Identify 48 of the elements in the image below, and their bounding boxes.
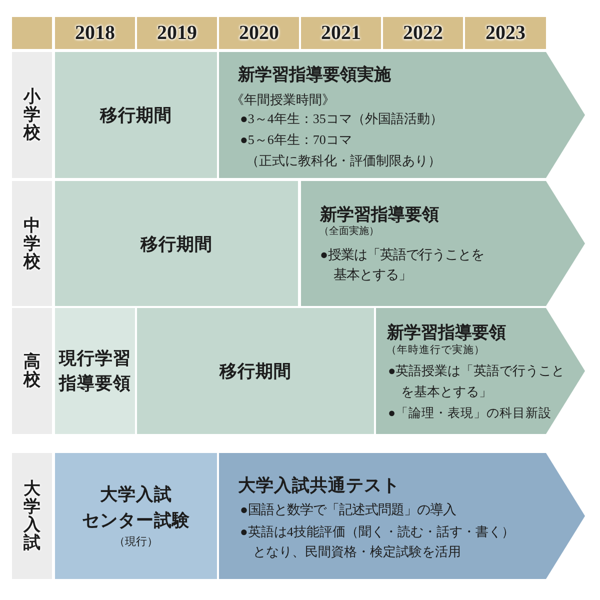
period-bar — [55, 308, 135, 434]
period-label: 移行期間 — [140, 232, 212, 254]
header-cell — [219, 17, 299, 49]
band-heading: 新学習指導要領 — [387, 323, 506, 343]
arrow-band — [219, 52, 585, 178]
bullet-text: ●5～6年生：70コマ — [240, 132, 352, 148]
year-label: 2018 — [75, 20, 115, 46]
period-bar — [137, 308, 374, 434]
row-label: 大学入試 — [22, 480, 42, 552]
band-note: （全面実施） — [319, 226, 379, 238]
year-label: 2021 — [321, 20, 361, 46]
bullet-text: ●英語は4技能評価（聞く・読む・話す・書く）となり、民間資格・検定試験を活用 — [240, 523, 516, 561]
arrow-band — [219, 453, 585, 579]
row-label: 高校 — [22, 353, 42, 389]
period-bar — [55, 453, 217, 579]
band-heading: 大学入試共通テスト — [238, 475, 400, 495]
year-label: 2020 — [239, 20, 279, 46]
bullet-text: ●授業は「英語で行うことを基本とする」 — [320, 246, 486, 284]
header-cell — [55, 17, 135, 49]
period-label: 大学入試 — [100, 483, 172, 506]
header-cell — [12, 17, 52, 49]
band-heading: 新学習指導要領実施 — [238, 65, 391, 85]
row-label: 中学校 — [22, 216, 42, 270]
header-cell — [465, 17, 546, 49]
period-label: センター試験 — [82, 509, 190, 532]
year-label: 2022 — [403, 20, 443, 46]
band-heading: 新学習指導要領 — [320, 205, 439, 225]
band-note: 《年間授業時間》 — [231, 92, 335, 108]
arrow-band — [376, 308, 585, 434]
band-note: （正式に教科化・評価制限あり） — [246, 153, 441, 169]
header-cell — [301, 17, 381, 49]
arrow-band — [301, 181, 585, 306]
period-label: 移行期間 — [220, 360, 292, 382]
bullet-text: ●英語授業は「英語で行うことを基本とする」 — [388, 363, 566, 401]
bullet-text: ●3～4年生：35コマ（外国語活動） — [240, 111, 443, 127]
band-note: （年時進行で実施） — [386, 345, 485, 357]
header-cell — [137, 17, 217, 49]
bullet-text: ●「論理・表現」の科目新設 — [388, 405, 552, 422]
period-bar — [55, 52, 217, 178]
period-label: 移行期間 — [100, 104, 172, 126]
row-label: 小学校 — [22, 88, 42, 142]
period-note: （現行） — [114, 535, 158, 550]
header-cell — [383, 17, 463, 49]
bullet-text: ●国語と数学で「記述式問題」の導入 — [240, 501, 456, 519]
year-label: 2019 — [157, 20, 197, 46]
year-label: 2023 — [486, 20, 526, 46]
period-bar — [55, 181, 298, 306]
period-label: 現行学習指導要領 — [58, 347, 132, 395]
